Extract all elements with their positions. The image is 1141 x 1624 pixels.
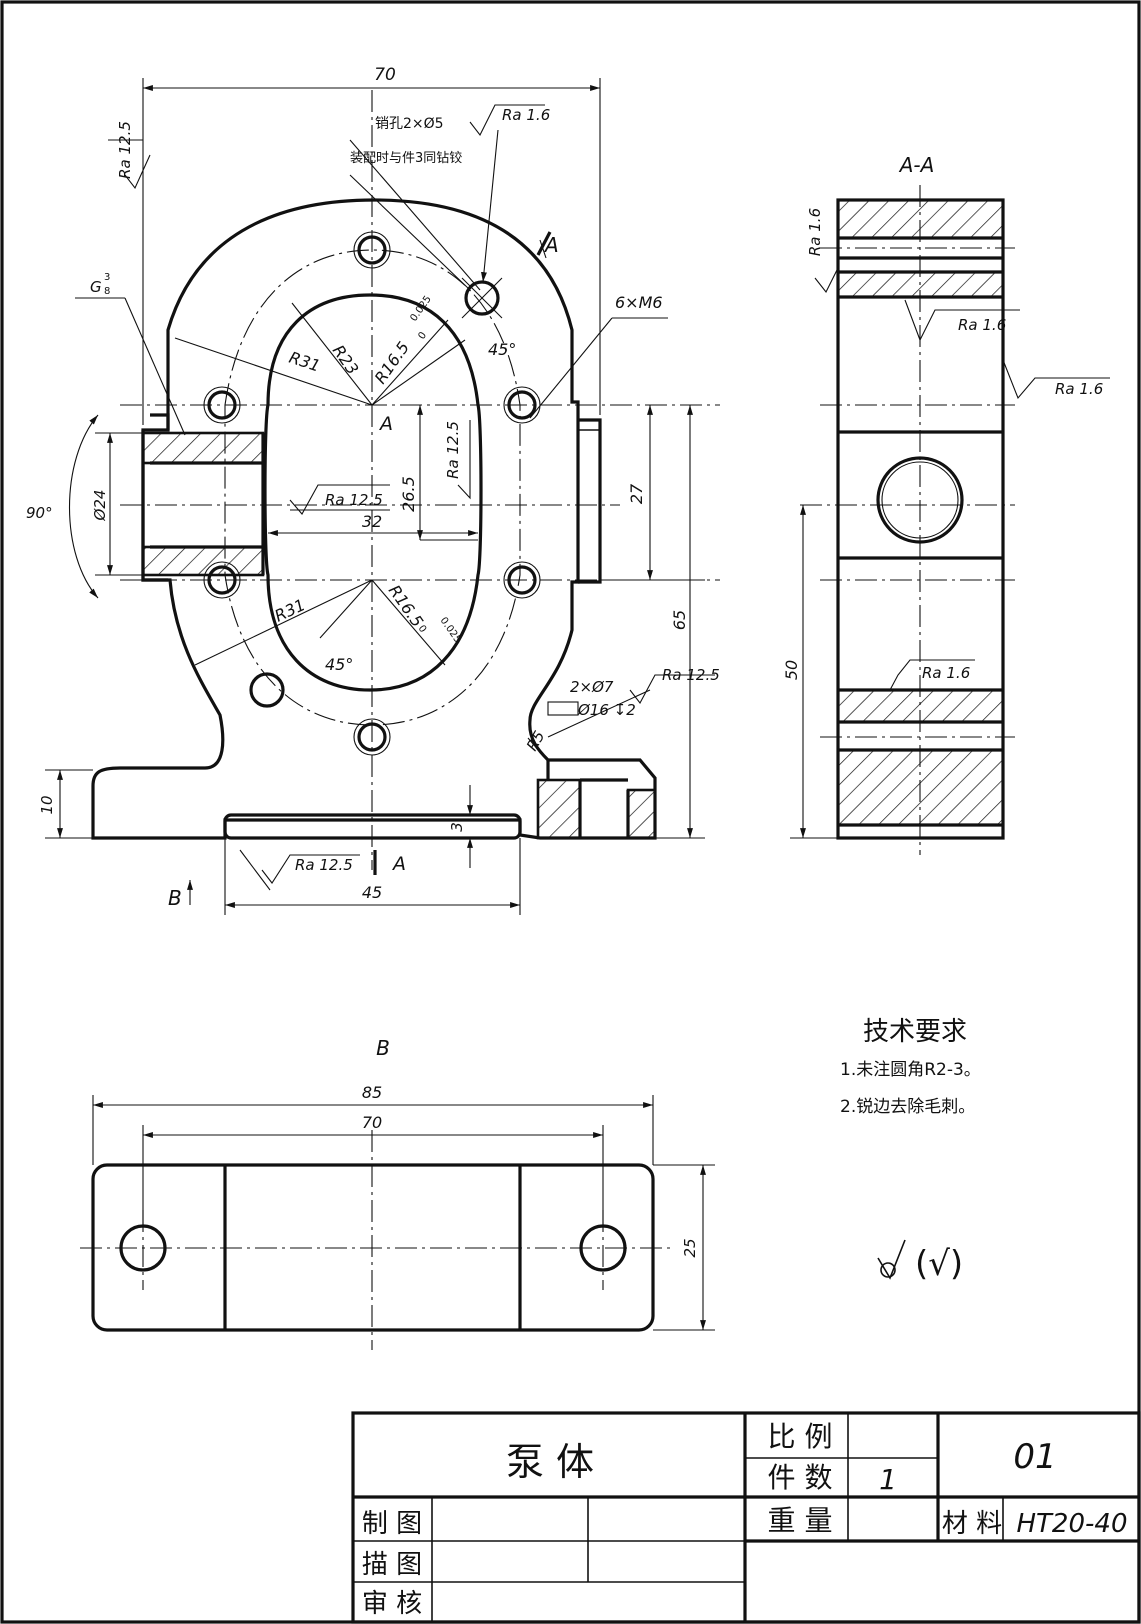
dim-10: 10 xyxy=(38,795,56,814)
ra-top: Ra 1.6 xyxy=(502,106,550,124)
ra-vert: Ra 12.5 xyxy=(444,421,462,479)
ra-left: Ra 12.5 xyxy=(116,121,134,179)
dim-26-5: 26.5 xyxy=(399,476,418,512)
main-cavity-outline xyxy=(263,293,483,692)
dim-27: 27 xyxy=(627,483,646,504)
pin-note-2: 装配时与件3同钻铰 xyxy=(350,151,462,166)
dim-r16-bot: R16.5 xyxy=(385,581,427,630)
dim-32: 32 xyxy=(362,512,382,531)
thread-6xm6: 6×M6 xyxy=(615,293,663,312)
tech-item-2: 2.锐边去除毛刺。 xyxy=(840,1097,975,1117)
qty-label: 件 数 xyxy=(768,1461,833,1494)
weight-label: 重 量 xyxy=(768,1504,833,1537)
view-b-title: B xyxy=(376,1036,390,1060)
dim-d24: Ø24 xyxy=(91,490,109,522)
dim-85: 85 xyxy=(362,1083,382,1102)
dim-r31-bot: R31 xyxy=(272,595,309,626)
dim-45: 45 xyxy=(362,883,382,902)
center-a: A xyxy=(378,413,393,435)
drawn-label: 制 图 xyxy=(362,1509,422,1539)
tech-requirements: 技术要求 1.未注圆角R2-3。 2.锐边去除毛刺。 (√) xyxy=(840,1017,981,1284)
section-ra-low: Ra 1.6 xyxy=(922,664,970,682)
scale-label: 比 例 xyxy=(768,1420,833,1453)
dim-3: 3 xyxy=(448,822,466,832)
dim-50: 50 xyxy=(782,660,801,680)
base-section-a: A xyxy=(391,853,406,875)
tech-title: 技术要求 xyxy=(863,1017,967,1047)
section-ra-mid: Ra 1.6 xyxy=(958,316,1006,334)
part-name: 泵 体 xyxy=(506,1440,594,1484)
angle-45-bot: 45° xyxy=(325,655,353,674)
pin-note-1: 销孔2×Ø5 xyxy=(375,116,444,132)
checked-label: 审 核 xyxy=(362,1589,422,1619)
thread-g: G xyxy=(90,278,102,296)
main-body-outline xyxy=(91,198,657,840)
counterbore: Ø16 ↧2 xyxy=(577,701,636,719)
ra-base: Ra 12.5 xyxy=(295,856,353,874)
angle-90: 90° xyxy=(26,504,53,522)
material-value: HT20-40 xyxy=(1017,1509,1128,1539)
main-view-labels: 70 Ra 12.5 销孔2×Ø5 装配时与件3同钻铰 Ra 1.6 A G 3… xyxy=(26,65,720,910)
dim-r31-top: R31 xyxy=(287,348,323,376)
section-ra-right: Ra 1.6 xyxy=(1055,380,1103,398)
ra-mid: Ra 12.5 xyxy=(325,491,383,509)
title-block: 泵 体 比 例 件 数 1 重 量 01 材 料 HT20-40 制 图 描 图… xyxy=(351,1411,1141,1624)
dim-r23: R23 xyxy=(329,341,363,378)
traced-label: 描 图 xyxy=(362,1550,422,1580)
dim-r5: R5 xyxy=(523,728,549,754)
rough-symbol: (√) xyxy=(915,1244,963,1284)
view-b: B 85 70 25 xyxy=(80,1036,715,1350)
tol-top-up: 0.025 xyxy=(408,294,433,324)
dim-70-b: 70 xyxy=(362,1113,382,1132)
dim-65: 65 xyxy=(670,610,689,630)
tol-bot-up: 0.025 xyxy=(438,615,463,645)
thread-frac-top: 3 xyxy=(104,272,110,283)
view-b-arrow: B xyxy=(168,886,182,910)
tol-top-low: 0 xyxy=(416,330,429,342)
material-label: 材 料 xyxy=(942,1509,1002,1539)
dim-70-top: 70 xyxy=(374,65,396,85)
qty-value: 1 xyxy=(879,1463,897,1496)
section-view: A-A Ra 1.6 Ra 1.6 Ra 1.6 Ra 1.6 50 xyxy=(782,153,1110,855)
rough-symbol-check xyxy=(877,1239,906,1280)
tol-bot-low: 0 xyxy=(416,623,429,635)
section-title: A-A xyxy=(898,153,935,177)
dim-25: 25 xyxy=(681,1238,699,1257)
section-mark-a: A xyxy=(543,233,559,257)
angle-45-top: 45° xyxy=(488,340,516,359)
holes-2xd7: 2×Ø7 xyxy=(570,678,614,696)
thread-frac-bot: 8 xyxy=(104,286,110,297)
dim-r16-top: R16.5 xyxy=(371,338,413,387)
drawing-number: 01 xyxy=(1013,1437,1056,1477)
ra-right: Ra 12.5 xyxy=(662,666,720,684)
main-view xyxy=(45,78,720,915)
tech-item-1: 1.未注圆角R2-3。 xyxy=(840,1060,981,1080)
section-ra-top: Ra 1.6 xyxy=(806,208,824,256)
rough-symbol-circle xyxy=(880,1262,896,1278)
